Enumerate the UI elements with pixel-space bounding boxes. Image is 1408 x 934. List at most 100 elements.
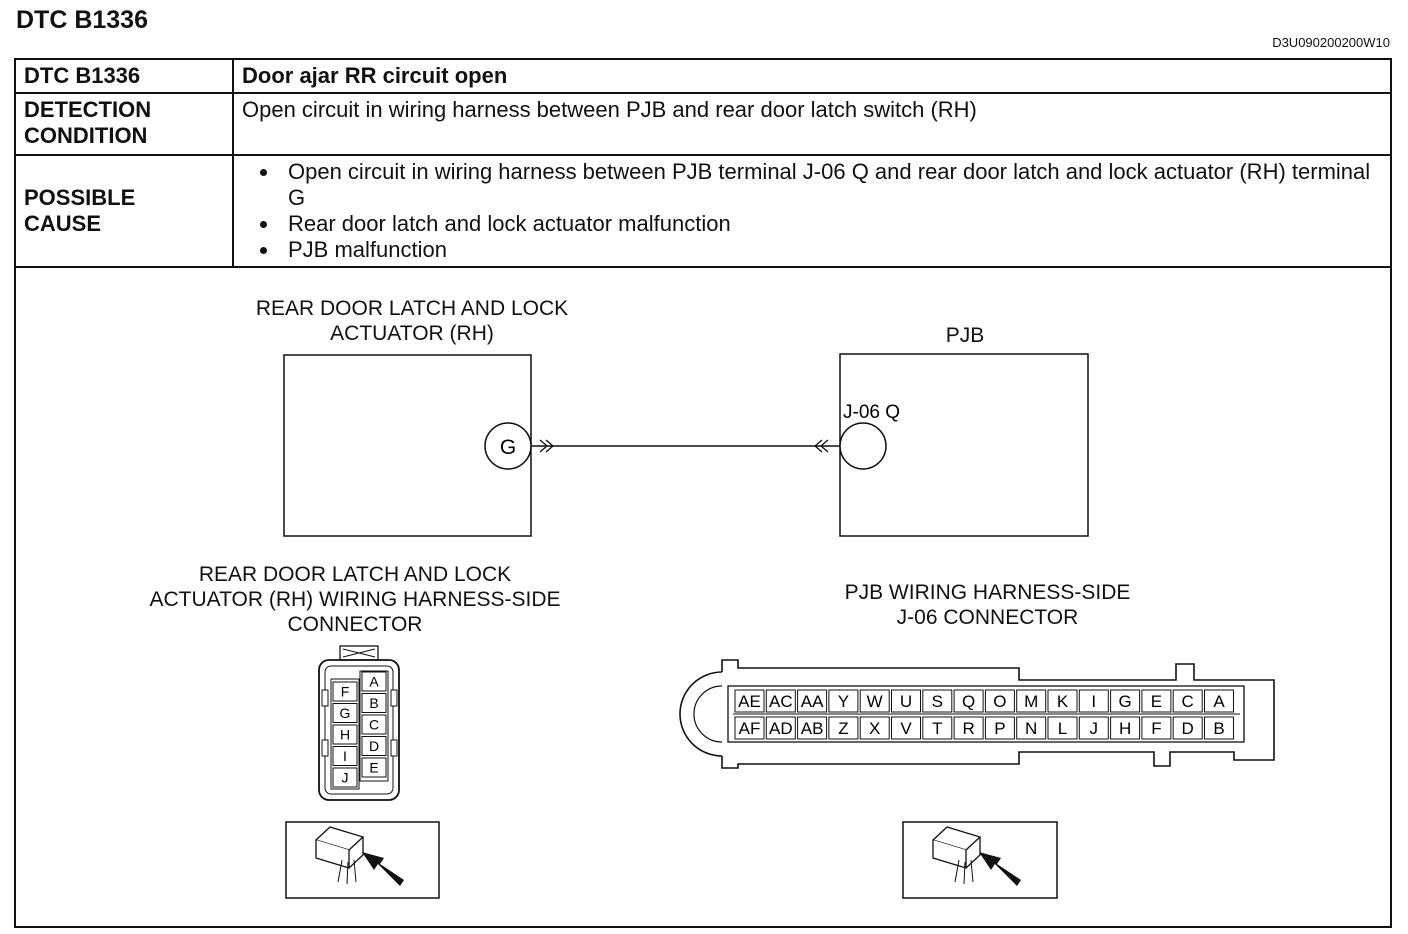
pin-label: T	[932, 719, 942, 738]
pin-label: G	[1118, 692, 1131, 711]
list-item: Rear door latch and lock actuator malfun…	[280, 211, 1382, 237]
pin-label: I	[1091, 692, 1096, 711]
dtc-info-table: DTC B1336 Door ajar RR circuit open DETE…	[14, 58, 1392, 268]
wiring-diagram-frame	[14, 268, 1392, 928]
pin-cell	[1016, 716, 1047, 740]
pjb-connector-caption-line2: J-06 CONNECTOR	[896, 606, 1079, 629]
pin-cell	[953, 716, 984, 740]
detection-condition-label: DETECTION CONDITION	[14, 92, 234, 156]
pin-label: A	[369, 674, 379, 690]
pin-label: X	[869, 719, 880, 738]
pin-cell	[891, 716, 921, 740]
pin-cell	[332, 767, 358, 788]
actuator-title-line2: ACTUATOR (RH)	[330, 322, 494, 345]
list-item: Open circuit in wiring harness between P…	[280, 159, 1382, 211]
pin-cell	[922, 689, 953, 713]
dtc-description: Door ajar RR circuit open	[232, 58, 1392, 94]
connector-mark-icon	[539, 439, 554, 453]
pin-cell	[922, 716, 953, 740]
pin-label: AE	[738, 692, 761, 711]
pin-label: E	[369, 760, 378, 776]
pin-label: S	[932, 692, 943, 711]
pin-cell	[1204, 689, 1234, 713]
pin-cell	[332, 681, 358, 702]
table-row-possible-cause: POSSIBLE CAUSE Open circuit in wiring ha…	[14, 154, 1392, 268]
actuator-terminal-label: G	[500, 436, 516, 459]
pin-label: AA	[801, 692, 824, 711]
table-row-detection: DETECTION CONDITION Open circuit in wiri…	[14, 92, 1392, 156]
detection-label-line2: CONDITION	[24, 123, 148, 148]
possible-cause-list-cell: Open circuit in wiring harness between P…	[232, 154, 1392, 268]
actuator-connector-caption-line2: ACTUATOR (RH) WIRING HARNESS-SIDE	[149, 588, 561, 611]
pin-label: U	[900, 692, 912, 711]
pin-cell	[361, 693, 387, 713]
view-direction-icon	[285, 821, 440, 899]
pin-label: A	[1213, 692, 1225, 711]
pin-cell	[1110, 716, 1141, 740]
pin-label: W	[867, 692, 883, 711]
pin-label: Z	[838, 719, 848, 738]
pin-cell	[797, 689, 828, 713]
pin-label: C	[369, 717, 379, 733]
pin-cell	[1047, 716, 1078, 740]
pin-cell	[361, 757, 387, 778]
possible-cause-label: POSSIBLE CAUSE	[14, 154, 234, 268]
pin-label: C	[1182, 692, 1194, 711]
pin-cell	[361, 671, 387, 692]
cause-label-line2: CAUSE	[24, 211, 102, 236]
connector-mark-icon	[814, 439, 829, 453]
pin-cell	[1047, 689, 1078, 713]
actuator-title: REAR DOOR LATCH AND LOCK ACTUATOR (RH)	[212, 296, 612, 346]
pin-cell	[1141, 689, 1172, 713]
pin-label: AF	[739, 719, 761, 738]
pin-cell	[1016, 689, 1047, 713]
pin-label: D	[1182, 719, 1194, 738]
pin-cell	[734, 716, 765, 740]
pin-cell	[828, 716, 859, 740]
view-direction-icon	[902, 821, 1058, 899]
pin-cell	[765, 689, 796, 713]
detection-condition-value: Open circuit in wiring harness between P…	[232, 92, 1392, 156]
pin-label: AB	[801, 719, 824, 738]
pin-label: F	[1151, 719, 1161, 738]
pin-label: AC	[769, 692, 793, 711]
actuator-connector-caption: REAR DOOR LATCH AND LOCK ACTUATOR (RH) W…	[110, 562, 600, 637]
list-item: PJB malfunction	[280, 237, 1382, 263]
pin-cell	[1078, 716, 1109, 740]
pin-label: V	[900, 719, 912, 738]
pin-label: M	[1024, 692, 1038, 711]
pin-label: H	[1119, 719, 1131, 738]
pin-cell	[332, 703, 358, 723]
pjb-connector-face	[679, 659, 1275, 769]
pin-label: I	[343, 748, 347, 764]
pin-cell	[953, 689, 984, 713]
pin-cell	[734, 689, 765, 713]
pin-label: J	[1090, 719, 1099, 738]
pin-label: F	[341, 684, 350, 700]
possible-cause-list: Open circuit in wiring harness between P…	[242, 159, 1382, 263]
pin-cell	[361, 736, 387, 756]
pin-label: B	[369, 695, 378, 711]
pin-label: P	[994, 719, 1005, 738]
pin-cell	[1141, 716, 1172, 740]
cause-label-line1: POSSIBLE	[24, 185, 136, 210]
pin-cell	[1172, 689, 1203, 713]
pin-label: R	[962, 719, 974, 738]
pjb-terminal-circle	[839, 422, 887, 470]
pin-cell	[859, 689, 890, 713]
pjb-connector-caption: PJB WIRING HARNESS-SIDE J-06 CONNECTOR	[800, 580, 1175, 630]
pin-label: AD	[769, 719, 793, 738]
connector-latch	[339, 645, 379, 661]
document-code: D3U090200200W10	[1272, 35, 1390, 50]
detection-label-line1: DETECTION	[24, 97, 152, 122]
pin-label: G	[340, 705, 351, 721]
pin-cell	[984, 689, 1015, 713]
table-row-dtc: DTC B1336 Door ajar RR circuit open	[14, 58, 1392, 94]
pjb-title: PJB	[945, 324, 985, 347]
pin-cell	[1078, 689, 1109, 713]
pin-cell	[797, 716, 828, 740]
pin-cell	[891, 689, 921, 713]
